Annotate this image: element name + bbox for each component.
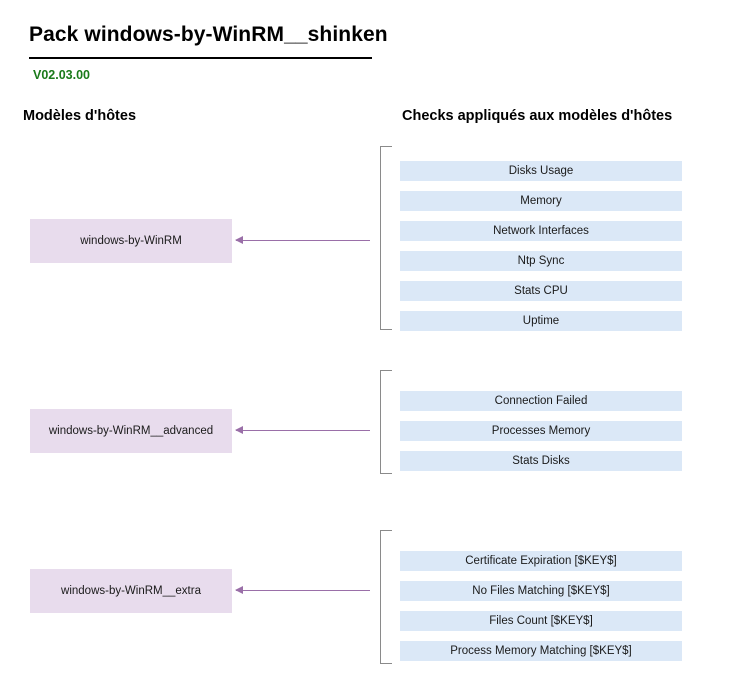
version-label: V02.03.00 xyxy=(33,68,90,82)
group-bracket-2 xyxy=(380,370,392,474)
check-box[interactable]: Connection Failed xyxy=(400,391,682,411)
column-header-checks: Checks appliqués aux modèles d'hôtes xyxy=(402,108,673,124)
check-box[interactable]: No Files Matching [$KEY$] xyxy=(400,581,682,601)
check-box[interactable]: Processes Memory xyxy=(400,421,682,441)
check-box[interactable]: Stats CPU xyxy=(400,281,682,301)
title-divider xyxy=(29,57,372,59)
check-box[interactable]: Process Memory Matching [$KEY$] xyxy=(400,641,682,661)
check-box[interactable]: Disks Usage xyxy=(400,161,682,181)
host-template-box[interactable]: windows-by-WinRM xyxy=(30,219,232,263)
check-box[interactable]: Certificate Expiration [$KEY$] xyxy=(400,551,682,571)
check-box[interactable]: Files Count [$KEY$] xyxy=(400,611,682,631)
check-box[interactable]: Stats Disks xyxy=(400,451,682,471)
link-arrow xyxy=(235,584,370,596)
group-bracket-3 xyxy=(380,530,392,664)
check-box[interactable]: Uptime xyxy=(400,311,682,331)
link-arrow xyxy=(235,424,370,436)
column-header-host-templates: Modèles d'hôtes xyxy=(23,108,137,124)
check-box[interactable]: Ntp Sync xyxy=(400,251,682,271)
host-template-box[interactable]: windows-by-WinRM__extra xyxy=(30,569,232,613)
check-box[interactable]: Memory xyxy=(400,191,682,211)
check-box[interactable]: Network Interfaces xyxy=(400,221,682,241)
page-title: Pack windows-by-WinRM__shinken xyxy=(29,23,388,46)
group-bracket-1 xyxy=(380,146,392,330)
host-template-box[interactable]: windows-by-WinRM__advanced xyxy=(30,409,232,453)
link-arrow xyxy=(235,234,370,246)
